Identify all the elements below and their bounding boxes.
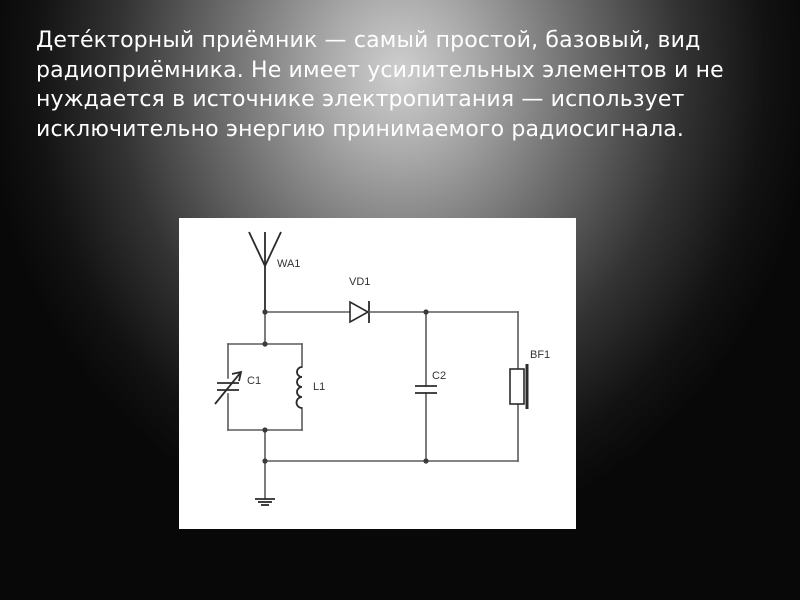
circuit-schematic-panel: WA1 VD1 C1 L1 [179, 218, 576, 529]
circuit-schematic: WA1 VD1 C1 L1 [214, 231, 550, 506]
variable-capacitor-symbol [214, 370, 243, 405]
diode-symbol [349, 300, 370, 324]
capacitor-symbol [415, 385, 437, 394]
variable-capacitor-label: C1 [247, 375, 261, 387]
junction-dot [262, 458, 268, 464]
ground-symbol [255, 498, 275, 506]
headphone-symbol [509, 364, 529, 409]
inductor-label: L1 [313, 381, 325, 393]
junction-dot [262, 341, 268, 347]
junction-dot [262, 427, 268, 433]
slide-paragraph: Дете́кторный приёмник — самый простой, б… [36, 28, 724, 142]
diode-label: VD1 [349, 276, 370, 288]
antenna-label: WA1 [277, 258, 300, 270]
junction-dot [262, 309, 268, 315]
capacitor-label: C2 [432, 370, 446, 382]
inductor-symbol [295, 366, 303, 409]
headphone-label: BF1 [530, 349, 550, 361]
antenna-symbol [248, 231, 282, 312]
junction-dot [423, 458, 429, 464]
junction-dot [423, 309, 429, 315]
